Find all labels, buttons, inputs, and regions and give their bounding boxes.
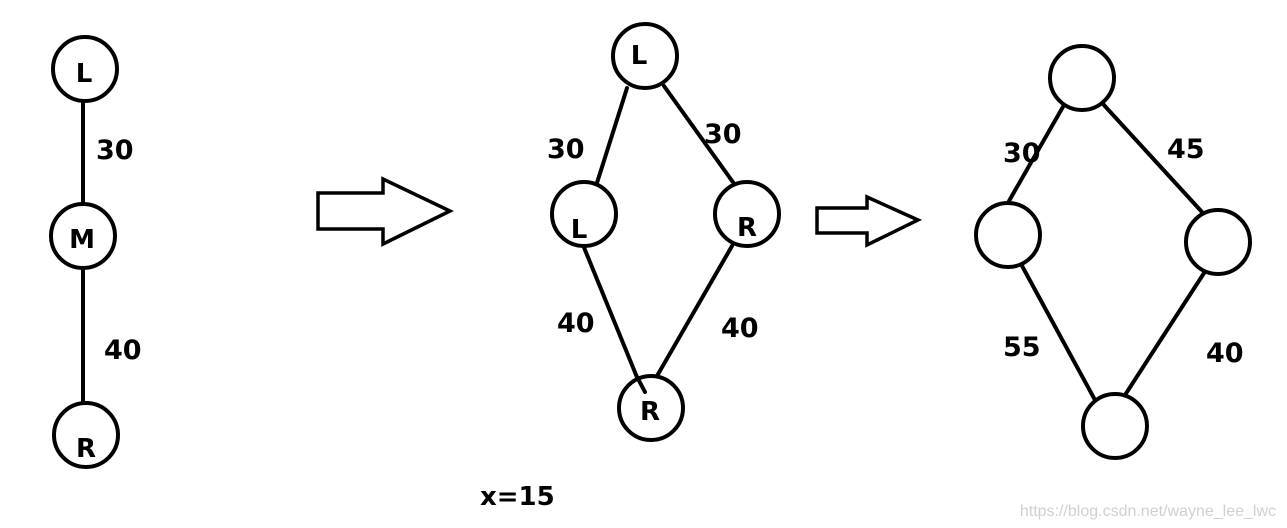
node-bottom [617, 374, 685, 442]
edge-label-top-left: 30 [547, 134, 585, 165]
node-bottom-label: R [640, 397, 660, 427]
node-left [550, 180, 618, 248]
edge-label-40: 40 [104, 335, 142, 366]
edge-label-30: 30 [96, 135, 134, 166]
watermark: https://blog.csdn.net/wayne_lee_lwc [1020, 503, 1276, 520]
node-l [51, 35, 119, 103]
diagram-2: L L R R 30 30 40 40 x=15 [480, 22, 781, 512]
edge-top-left [594, 86, 629, 188]
edge3-label-left-bottom: 55 [1003, 332, 1041, 363]
diagram-1: L M R 30 40 [49, 35, 142, 469]
edge3-label-top-left: 30 [1003, 138, 1041, 169]
node-right [713, 180, 781, 248]
node-left-label: L [571, 215, 588, 245]
node-top [611, 22, 679, 90]
node-l-label: L [76, 59, 93, 89]
edge-label-top-right: 30 [704, 119, 742, 150]
node-r-label: R [76, 434, 96, 464]
node-top-label: L [631, 41, 648, 71]
edge-overdraw [634, 373, 647, 394]
note-x-value: x=15 [480, 482, 555, 512]
edge-label-right-bottom: 40 [721, 313, 759, 344]
edge3-top-right [1101, 102, 1204, 214]
node3-top [1048, 44, 1116, 112]
edge-right-bottom [655, 244, 734, 378]
node3-right [1184, 208, 1252, 276]
node-right-label: R [737, 213, 757, 243]
edge3-label-top-right: 45 [1167, 134, 1205, 165]
edge-label-left-bottom: 40 [557, 308, 595, 339]
node3-left [974, 201, 1042, 269]
edge3-right-bottom [1123, 268, 1208, 397]
transform-arrow-1 [316, 176, 455, 247]
edge-left-bottom [581, 243, 643, 389]
edge3-label-right-bottom: 40 [1206, 338, 1244, 369]
node3-bottom [1081, 392, 1149, 460]
edge3-top-left [1007, 103, 1066, 203]
node-r [52, 401, 120, 469]
edge-top-right [662, 84, 737, 187]
edge3-left-bottom [1019, 262, 1097, 402]
diagram-3: 30 45 55 40 [974, 44, 1252, 460]
node-m [49, 202, 117, 270]
transform-arrow-2 [815, 194, 923, 248]
node-m-label: M [69, 225, 95, 255]
